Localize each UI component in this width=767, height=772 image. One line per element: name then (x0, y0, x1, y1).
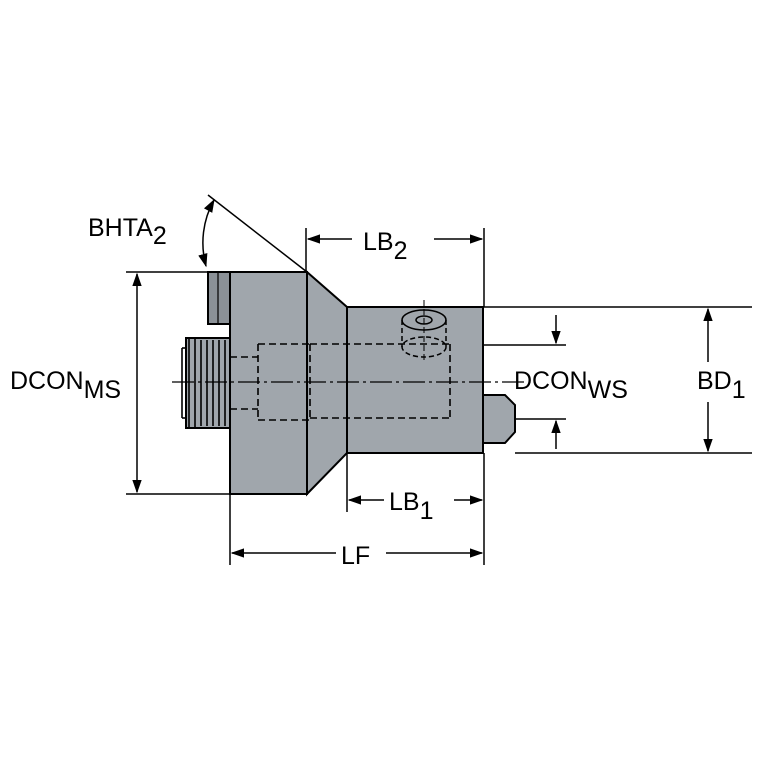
flange (229, 271, 308, 495)
label-lb2: LB2 (363, 228, 408, 265)
drive-key (207, 271, 231, 325)
hidden-bore-lines (230, 343, 451, 421)
nose-pin (482, 394, 516, 444)
taper-cone (306, 269, 348, 497)
clamp-screw-icon (401, 300, 447, 362)
tool-body (181, 269, 516, 497)
label-bd1: BD1 (697, 367, 746, 404)
label-bhta: BHTA2 (88, 214, 167, 250)
dim-bhta-arc (198, 198, 215, 268)
label-lb1: LB1 (389, 488, 434, 525)
label-dcon-ws: DCONWS (514, 367, 628, 404)
coupling-stub (185, 337, 231, 429)
thread-grooves (181, 338, 226, 428)
extension-lines (126, 194, 752, 565)
label-dcon-ms: DCONMS (10, 367, 121, 404)
label-lf: LF (341, 542, 370, 570)
front-cylinder (346, 306, 484, 454)
